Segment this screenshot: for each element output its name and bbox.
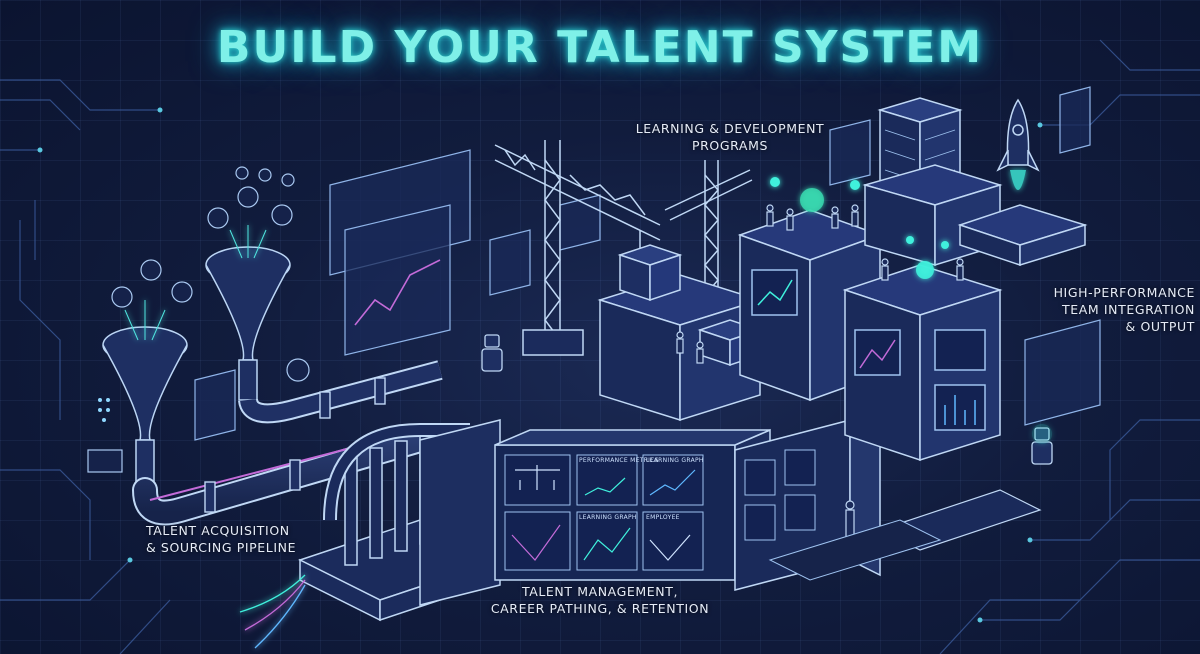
label-high-performance: HIGH-PERFORMANCE TEAM INTEGRATION & OUTP…: [1020, 284, 1195, 335]
label-talent-acquisition: TALENT ACQUISITION & SOURCING PIPELINE: [146, 522, 326, 556]
circuit-nodes: [37, 107, 1043, 623]
console-panel-graphics: [511, 465, 696, 561]
sourcing-pipeline: [132, 360, 443, 526]
talent-funnels: [102, 246, 291, 491]
console-panel-titles: PERFORMANCE METRICS LEARNING GRAPH LEARN…: [579, 457, 704, 521]
team-tower: [842, 264, 1003, 462]
label-line: PROGRAMS: [692, 138, 768, 153]
construction-cranes: [494, 140, 753, 356]
panel-title-learning-graph-1: LEARNING GRAPH: [646, 457, 704, 464]
rocket-icon: [996, 98, 1040, 172]
robot-glow: [1032, 424, 1052, 444]
page-title: BUILD YOUR TALENT SYSTEM: [216, 22, 984, 73]
team-members: [676, 204, 964, 539]
dot-matrix: [98, 398, 110, 422]
label-line: & OUTPUT: [1125, 319, 1195, 334]
output-streams: [239, 574, 306, 649]
label-line: LEARNING & DEVELOPMENT: [635, 121, 825, 136]
label-learning-development: LEARNING & DEVELOPMENT PROGRAMS: [600, 120, 860, 154]
launch-platform: [957, 204, 1088, 267]
label-line: TALENT MANAGEMENT,: [521, 584, 679, 599]
panel-title-learning-graph-2: LEARNING GRAPH: [579, 514, 637, 521]
label-line: HIGH-PERFORMANCE: [1053, 285, 1195, 300]
circuit-traces: [0, 39, 1200, 654]
funnel-glow-lines: [124, 225, 267, 341]
base-slab: [768, 519, 942, 581]
candidate-group-icon: [87, 449, 123, 473]
rocket-flame: [1010, 170, 1026, 190]
label-line: TEAM INTEGRATION: [1062, 302, 1195, 317]
development-tower: [737, 209, 883, 402]
glowing-beacons: [770, 177, 949, 279]
label-talent-management: TALENT MANAGEMENT, CAREER PATHING, & RET…: [470, 583, 730, 617]
console-panels: [504, 454, 704, 571]
label-line: CAREER PATHING, & RETENTION: [490, 601, 710, 616]
label-line: TALENT ACQUISITION: [146, 523, 290, 538]
label-line: & SOURCING PIPELINE: [146, 540, 297, 555]
profile-tower: [734, 418, 881, 591]
panel-title-performance-metrics: PERFORMANCE METRICS: [579, 457, 659, 464]
panel-title-employee: EMPLOYEE: [646, 514, 680, 521]
candidate-icons: [111, 166, 310, 382]
